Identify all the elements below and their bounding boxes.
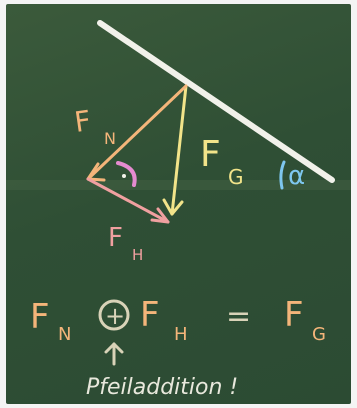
equation-term2-main: F (140, 295, 160, 335)
downhill-force-vector (86, 177, 170, 224)
downhill-force-label-main: F (108, 223, 123, 253)
board-drawing: F N F G α F H F N + F H = F G Pfeiladdit… (6, 20, 351, 400)
normal-force-vector (86, 84, 188, 181)
downhill-force-label-sub: H (132, 246, 143, 264)
pfeiladdition-note: Pfeiladdition ! (86, 375, 238, 400)
gravity-force-label-sub: G (228, 165, 244, 189)
chalkboard: F N F G α F H F N + F H = F G Pfeiladdit… (6, 4, 351, 404)
equation-result-main: F (284, 295, 304, 335)
right-angle-arc (116, 161, 137, 187)
equation-operator: + (105, 302, 125, 330)
equation-result-sub: G (312, 324, 326, 345)
angle-arc (279, 160, 286, 190)
incline-line (97, 20, 335, 183)
gravity-arrowhead (162, 198, 184, 216)
pointer-arrowhead (104, 342, 124, 354)
equation-term1-sub: N (58, 324, 71, 345)
chalk-dust-band (6, 180, 351, 190)
right-angle-dot (122, 174, 126, 178)
equation-term1-main: F (30, 297, 50, 337)
equation-term2-sub: H (174, 324, 188, 345)
normal-force-label-sub: N (104, 129, 116, 148)
angle-label: α (288, 161, 305, 191)
operator-circle (98, 299, 130, 331)
equation-equals: = (226, 299, 251, 334)
gravity-force-label-main: F (200, 134, 221, 175)
gravity-force-vector (170, 84, 188, 216)
normal-force-label-main: F (72, 104, 93, 139)
downhill-arrowhead (150, 207, 170, 224)
